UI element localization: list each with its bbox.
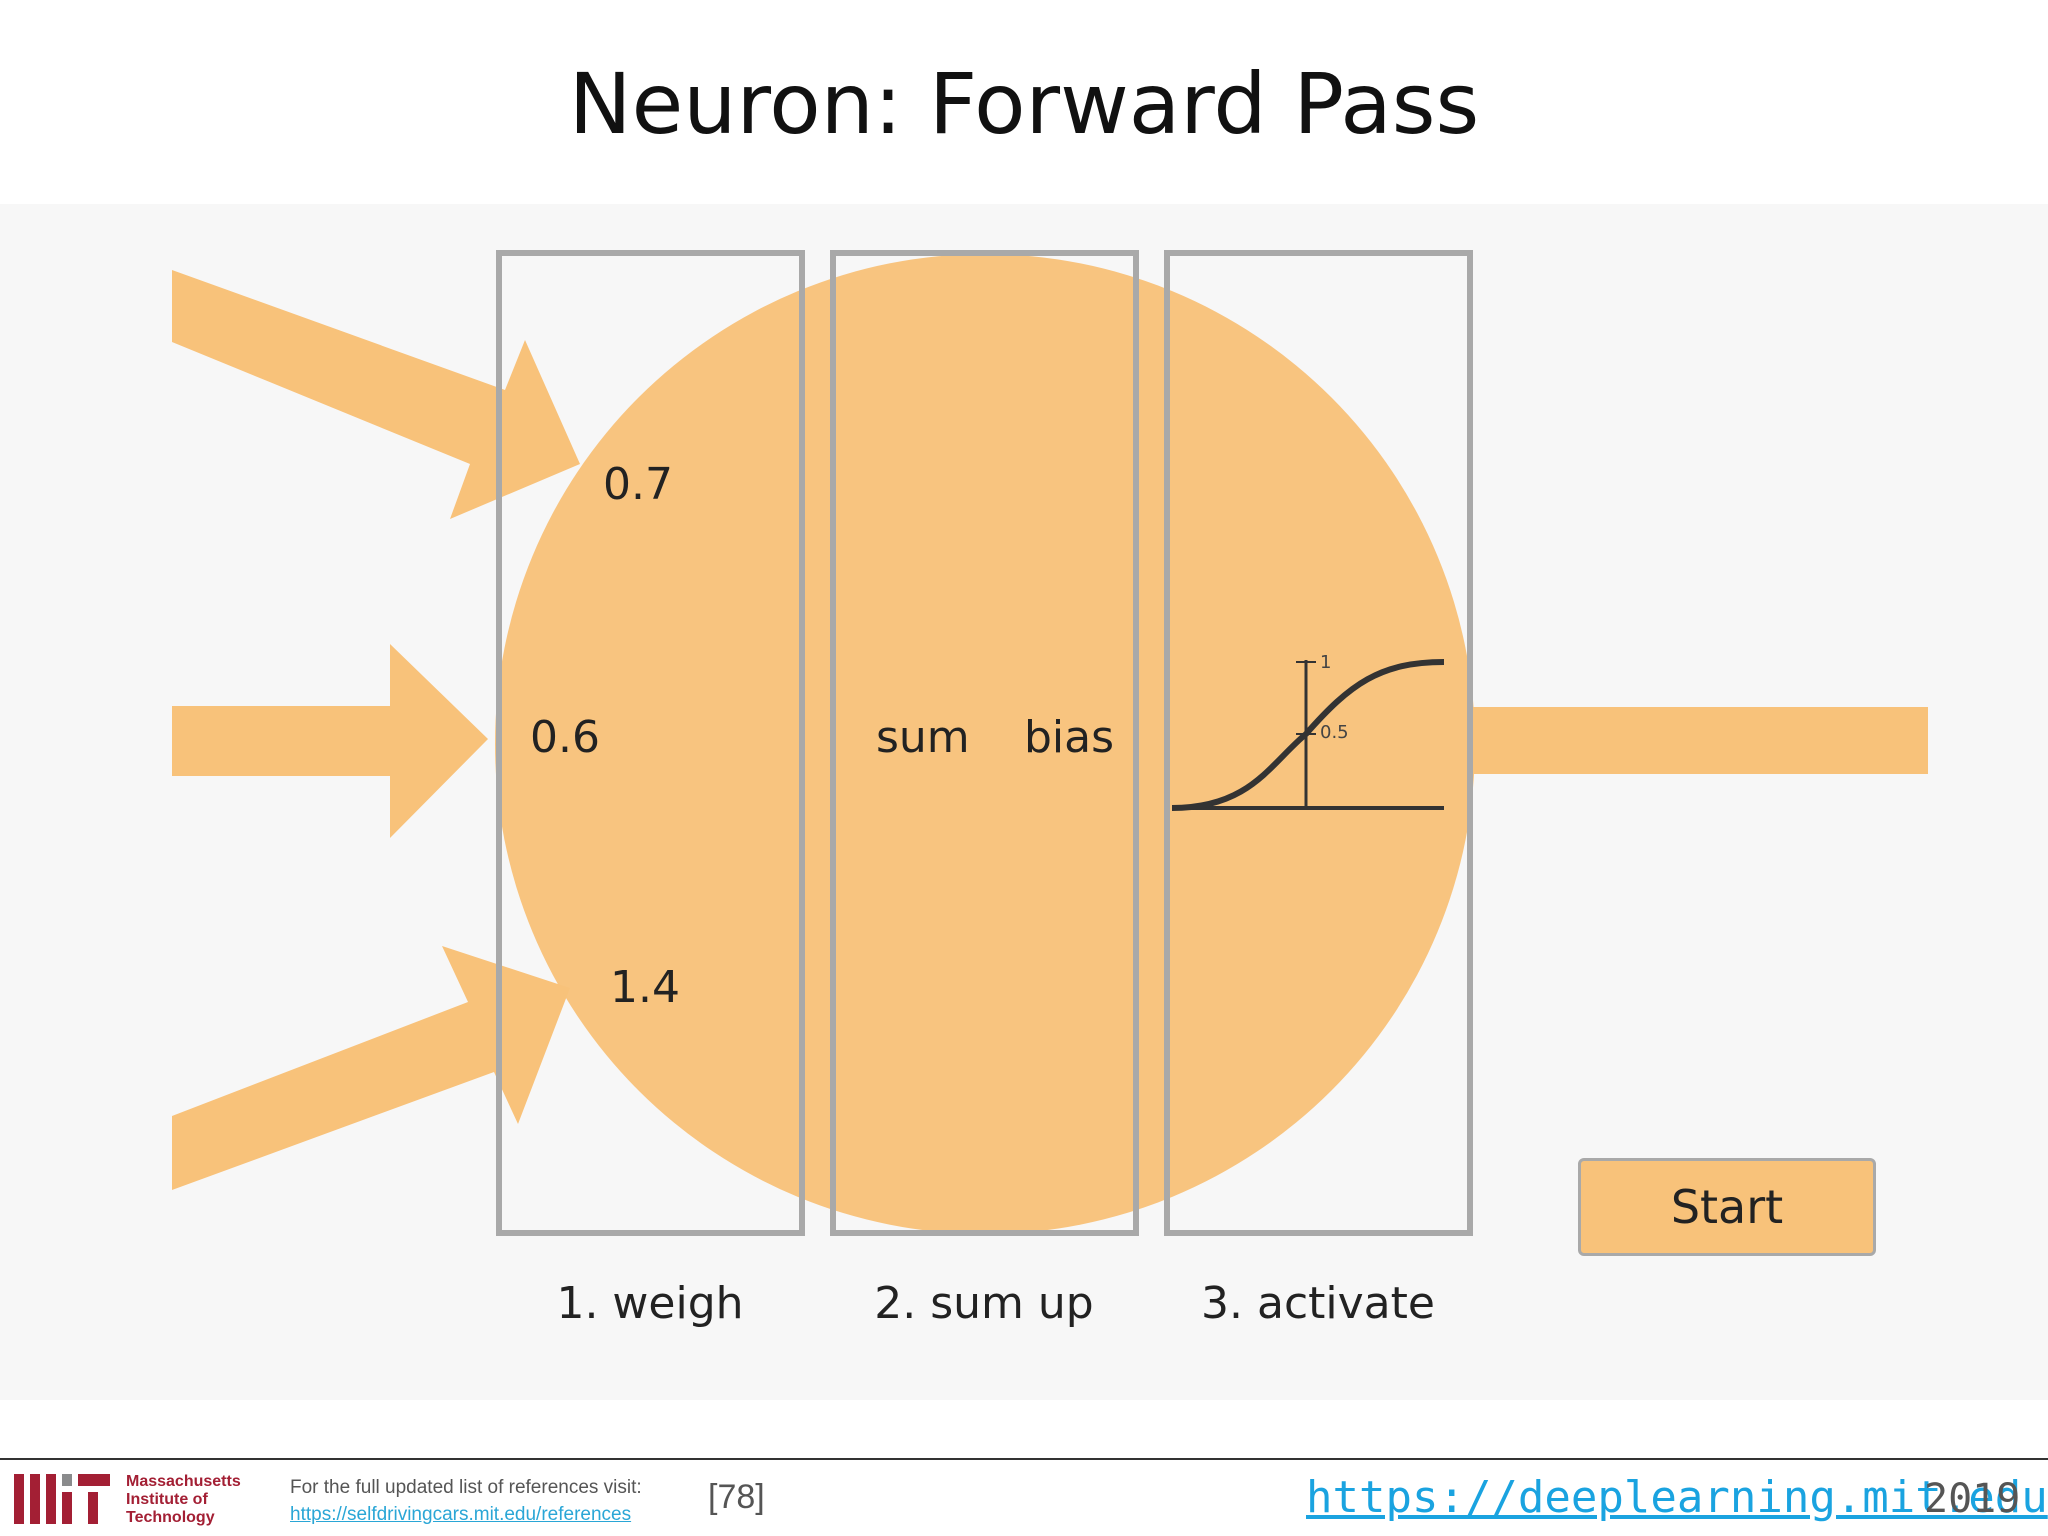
input-arrow-top (172, 270, 580, 519)
references-note: For the full updated list of references … (290, 1474, 642, 1528)
weight-bottom: 1.4 (610, 962, 680, 1013)
neuron-animation-panel: 1 0.5 0.7 0.6 1.4 sum bias 1. weigh 2. s… (0, 204, 2048, 1400)
input-arrow-bottom (172, 946, 570, 1190)
sum-label: sum (876, 712, 970, 763)
sum-box (830, 250, 1139, 1236)
bias-label: bias (1024, 712, 1115, 763)
neuron-body (495, 254, 1475, 1234)
course-site-link[interactable]: https://deeplearning.mit.edu (1306, 1472, 2048, 1523)
year-label: 2019 (1924, 1476, 2021, 1522)
neuron-diagram: 1 0.5 (172, 250, 1928, 1236)
sigmoid-plot (1171, 659, 1445, 811)
references-link[interactable]: https://selfdrivingcars.mit.edu/referenc… (290, 1504, 632, 1525)
step-activate-label: 3. activate (1201, 1278, 1435, 1329)
mit-logo-icon (14, 1474, 110, 1524)
sigmoid-label-0.5: 0.5 (1320, 722, 1349, 743)
slide-title: Neuron: Forward Pass (568, 55, 1480, 153)
activate-box (1164, 250, 1473, 1236)
step-sum-up-label: 2. sum up (874, 1278, 1094, 1329)
weight-top: 0.7 (603, 459, 673, 510)
input-arrow-middle (172, 644, 488, 838)
step-weigh-label: 1. weigh (556, 1278, 744, 1329)
weight-middle: 0.6 (530, 712, 600, 763)
sigmoid-label-1: 1 (1320, 652, 1331, 673)
weigh-box (496, 250, 805, 1236)
reference-number: [78] (708, 1478, 765, 1516)
sigmoid-curve (1171, 659, 1445, 811)
output-arrow (1470, 707, 1928, 774)
start-button[interactable]: Start (1578, 1158, 1876, 1256)
footer-divider (0, 1458, 2048, 1460)
mit-wordmark: Massachusetts Institute of Technology (126, 1473, 241, 1526)
